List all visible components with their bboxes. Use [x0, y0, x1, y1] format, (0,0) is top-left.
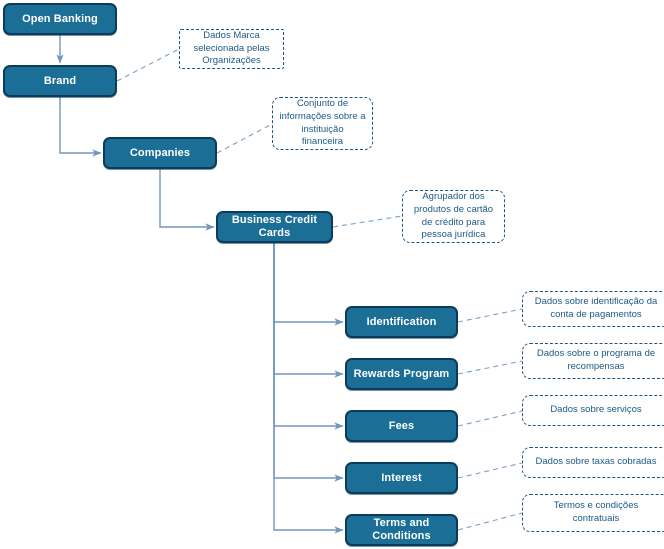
note-terms-and-conditions: Termos e condições contratuais [522, 494, 664, 532]
note-interest: Dados sobre taxas cobradas [522, 447, 664, 478]
leader-identification-note [457, 308, 523, 323]
node-rewards-program[interactable]: Rewards Program [345, 358, 458, 390]
note-brand: Dados Marca selecionada pelas Organizaçõ… [179, 29, 284, 69]
note-business-credit-cards: Agrupador dos produtos de cartão de créd… [402, 190, 505, 243]
node-open-banking[interactable]: Open Banking [3, 3, 117, 35]
note-companies: Conjunto de informações sobre a institui… [272, 97, 373, 150]
node-companies[interactable]: Companies [103, 137, 217, 169]
node-brand[interactable]: Brand [3, 65, 117, 97]
node-identification[interactable]: Identification [345, 306, 458, 338]
node-business-credit-cards[interactable]: Business Credit Cards [216, 211, 333, 243]
leader-business-credit-cards-note [332, 215, 403, 228]
leader-rewards-program-note [457, 360, 523, 375]
note-fees: Dados sobre serviços [522, 395, 664, 426]
edge-bcc-fees [273, 243, 344, 430]
node-interest[interactable]: Interest [345, 462, 458, 494]
edge-companies-business-credit-cards [159, 169, 215, 231]
edge-bcc-identification [273, 243, 344, 326]
leader-interest-note [457, 462, 523, 479]
edge-brand-companies [59, 97, 102, 157]
note-identification: Dados sobre identificação da conta de pa… [522, 291, 664, 327]
edge-bcc-rewards-program [273, 243, 344, 378]
note-rewards-program: Dados sobre o programa de recompensas [522, 343, 664, 379]
node-fees[interactable]: Fees [345, 410, 458, 442]
leader-terms-and-conditions-note [457, 512, 523, 531]
node-terms-and-conditions[interactable]: Terms and Conditions [345, 514, 458, 546]
leader-companies-note [216, 123, 273, 154]
edge-bcc-terms-and-conditions [273, 243, 344, 534]
leader-fees-note [457, 410, 523, 427]
leader-brand-note [116, 48, 180, 82]
edge-bcc-interest [273, 243, 344, 482]
